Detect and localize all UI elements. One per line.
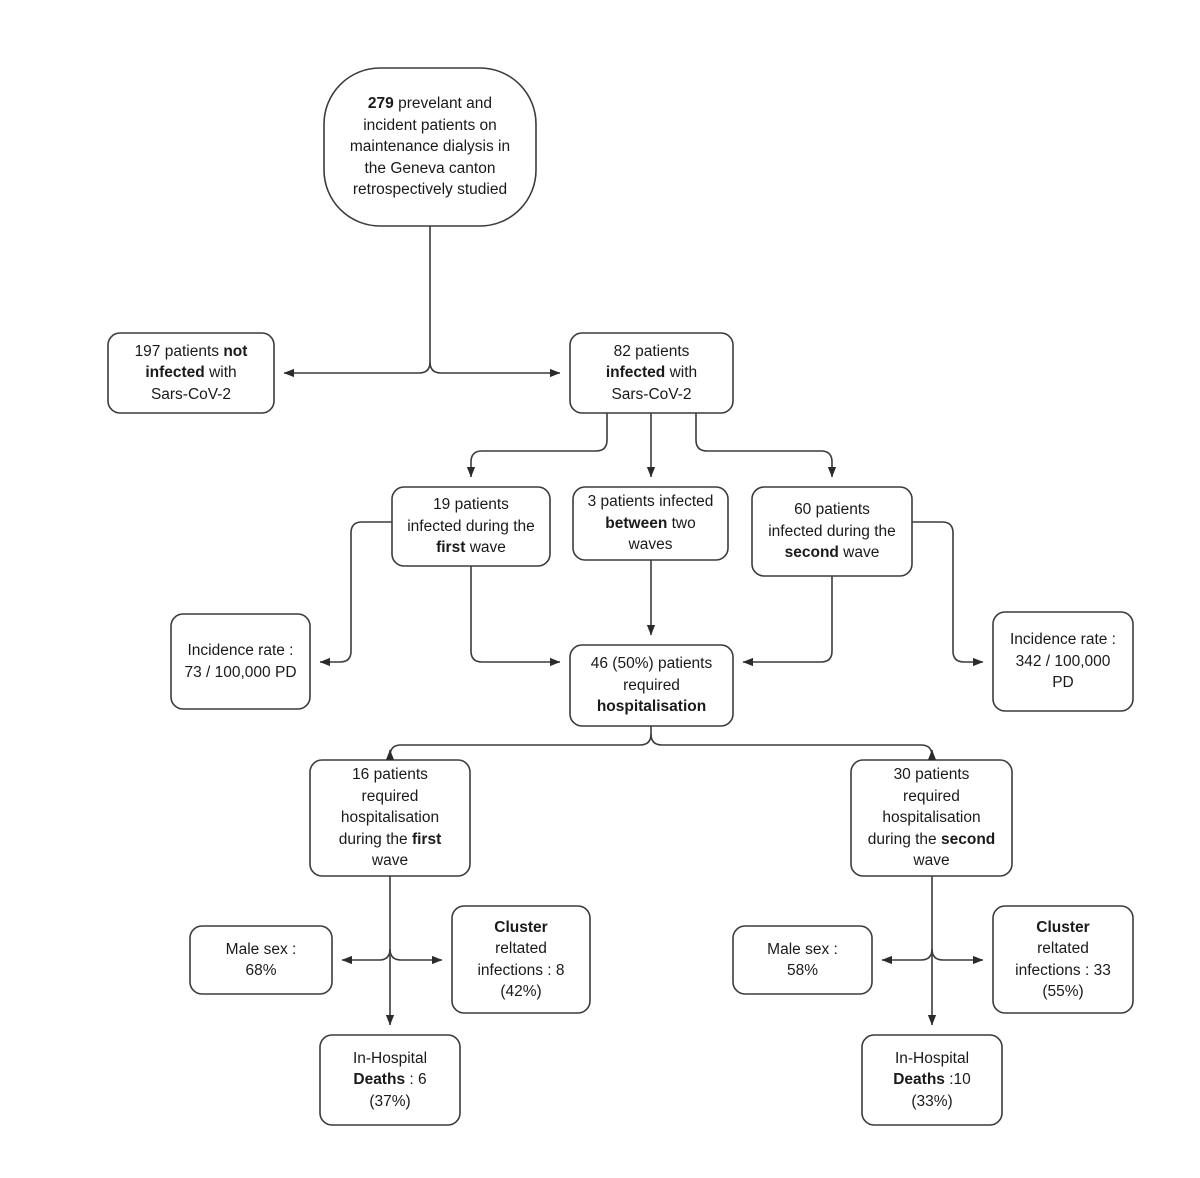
edge-second-wave-to-hospitalisation (742, 576, 833, 667)
edge-infected-to-first-wave (466, 413, 608, 478)
node-not-infected (107, 332, 275, 414)
node-male-second (732, 925, 873, 995)
edge-hospitalisation-to-hosp-second (650, 733, 937, 761)
node-cluster-first (451, 905, 591, 1014)
node-first-wave (391, 486, 551, 567)
edge-cohort-to-infected (429, 361, 561, 378)
edge-hosp-first-to-cluster-first (389, 948, 443, 965)
edge-first-wave-to-hospitalisation (470, 566, 561, 667)
node-deaths-first (319, 1034, 461, 1126)
node-incidence-first (170, 613, 311, 710)
edge-first-wave-to-incidence-first (319, 521, 392, 667)
node-between-waves (572, 486, 729, 561)
node-male-first (189, 925, 333, 995)
edge-hosp-second-to-male-second (881, 948, 933, 965)
node-deaths-second (861, 1034, 1003, 1126)
node-hosp-first (309, 759, 471, 877)
edge-second-wave-to-incidence-second (912, 521, 984, 667)
node-infected (569, 332, 734, 414)
node-hosp-second (850, 759, 1013, 877)
node-cluster-second (992, 905, 1134, 1014)
edge-hosp-first-to-male-first (341, 948, 391, 965)
node-hospitalisation (569, 644, 734, 727)
edge-hospitalisation-to-hosp-first (385, 733, 652, 761)
node-incidence-second (992, 611, 1134, 712)
edge-infected-to-second-wave (695, 413, 837, 478)
node-second-wave (751, 486, 913, 577)
edge-cohort-stem (418, 226, 431, 374)
edge-hosp-second-to-cluster-second (931, 948, 984, 965)
node-cohort (323, 67, 537, 227)
